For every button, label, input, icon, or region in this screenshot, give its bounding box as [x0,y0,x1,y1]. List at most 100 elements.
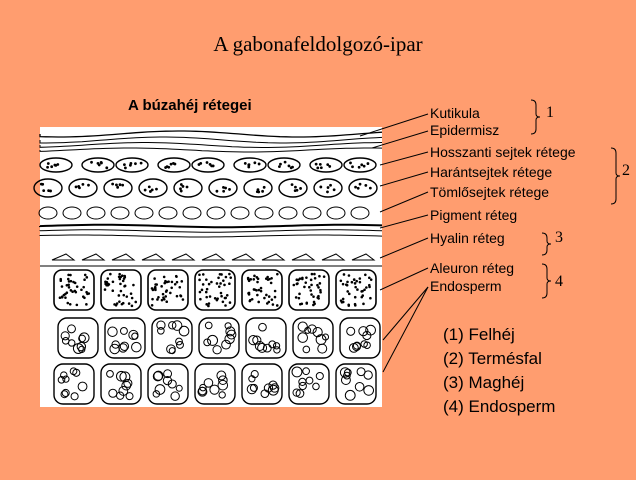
pointer-line [360,114,428,136]
cell-dot [267,276,269,278]
label-epidermisz: Epidermisz [430,122,499,138]
cell-dot [229,273,231,275]
cell-dot [276,305,278,307]
cell-dot [256,277,258,279]
cell-dot [355,186,357,188]
cell-dot [165,291,167,293]
cell-dot [271,277,273,279]
cell-dot [206,288,208,290]
cell-dot [216,299,218,301]
cell-dot [366,287,368,289]
cell-dot [119,273,121,275]
cell-dot [176,281,178,283]
cell-dot [118,295,120,297]
cell-dot [123,294,125,296]
cell-dot [78,185,80,187]
cell-dot [84,274,86,276]
cell-dot [200,298,202,300]
cell-dot [356,280,358,282]
label-aleuron: Aleuron réteg [430,260,514,276]
cell-dot [251,298,253,300]
cell-dot [352,166,354,168]
cell-dot [112,290,114,292]
cell-dot [347,291,349,293]
cell-dot [342,298,344,300]
label-hosszanti-sejtek: Hosszanti sejtek rétege [430,144,576,160]
cell-dot [154,288,156,290]
cell-dot [174,283,176,285]
cell-dot [348,305,350,307]
cell-dot [148,186,150,188]
cell-dot [61,296,63,298]
cell-dot [225,297,227,299]
cell-dot [319,275,321,277]
cell-dot [260,287,262,289]
cell-dot [60,280,62,282]
cell-dot [201,289,203,291]
cell-dot [168,166,170,168]
cell-dot [173,163,175,165]
cell-dot [361,296,363,298]
illustration-background [40,127,382,407]
cell-dot [112,183,114,185]
cell-dot [74,290,76,292]
cell-dot [298,297,300,299]
cell-dot [248,294,250,296]
cell-dot [320,289,322,291]
cell-dot [47,163,49,165]
pointer-line [380,192,428,212]
cell-dot [152,289,154,291]
cell-dot [264,297,266,299]
cell-dot [225,305,227,307]
group-number-4: 4 [555,273,563,291]
cell-dot [343,274,345,276]
cell-dot [319,283,321,285]
cell-dot [353,279,355,281]
cell-dot [320,186,322,188]
cell-dot [279,166,281,168]
cell-dot [357,187,359,189]
cell-dot [317,284,319,286]
cell-dot [351,281,353,283]
group-number-1: 1 [546,104,554,122]
cell-dot [43,190,45,192]
cell-dot [256,290,258,292]
brace-group-4 [542,264,551,298]
cell-dot [359,281,361,283]
cell-dot [354,296,356,298]
cell-dot [112,281,114,283]
cell-dot [248,166,250,168]
cell-dot [257,189,259,191]
cell-dot [88,293,90,295]
cell-dot [348,275,350,277]
pointer-line [380,238,428,258]
cell-dot [295,297,297,299]
cell-dot [130,162,132,164]
pointer-line [380,152,428,165]
cell-dot [365,274,367,276]
cell-dot [120,283,122,285]
cell-dot [144,189,146,191]
cell-dot [320,167,322,169]
cell-dot [152,298,154,300]
cell-dot [67,278,69,280]
cell-dot [84,279,86,281]
cell-dot [253,279,255,281]
cell-dot [226,295,228,297]
cell-dot [224,284,226,286]
cell-dot [223,186,225,188]
cell-dot [70,280,72,282]
cell-dot [122,280,124,282]
cell-dot [68,281,70,283]
cell-dot [150,191,152,193]
cell-dot [272,304,274,306]
cell-dot [70,290,72,292]
label-tomlosejtek: Tömlősejtek rétege [430,184,549,200]
cell-dot [365,184,367,186]
cell-dot [265,278,267,280]
cell-dot [211,165,213,167]
cell-dot [313,296,315,298]
cell-dot [65,297,67,299]
cell-dot [162,293,164,295]
